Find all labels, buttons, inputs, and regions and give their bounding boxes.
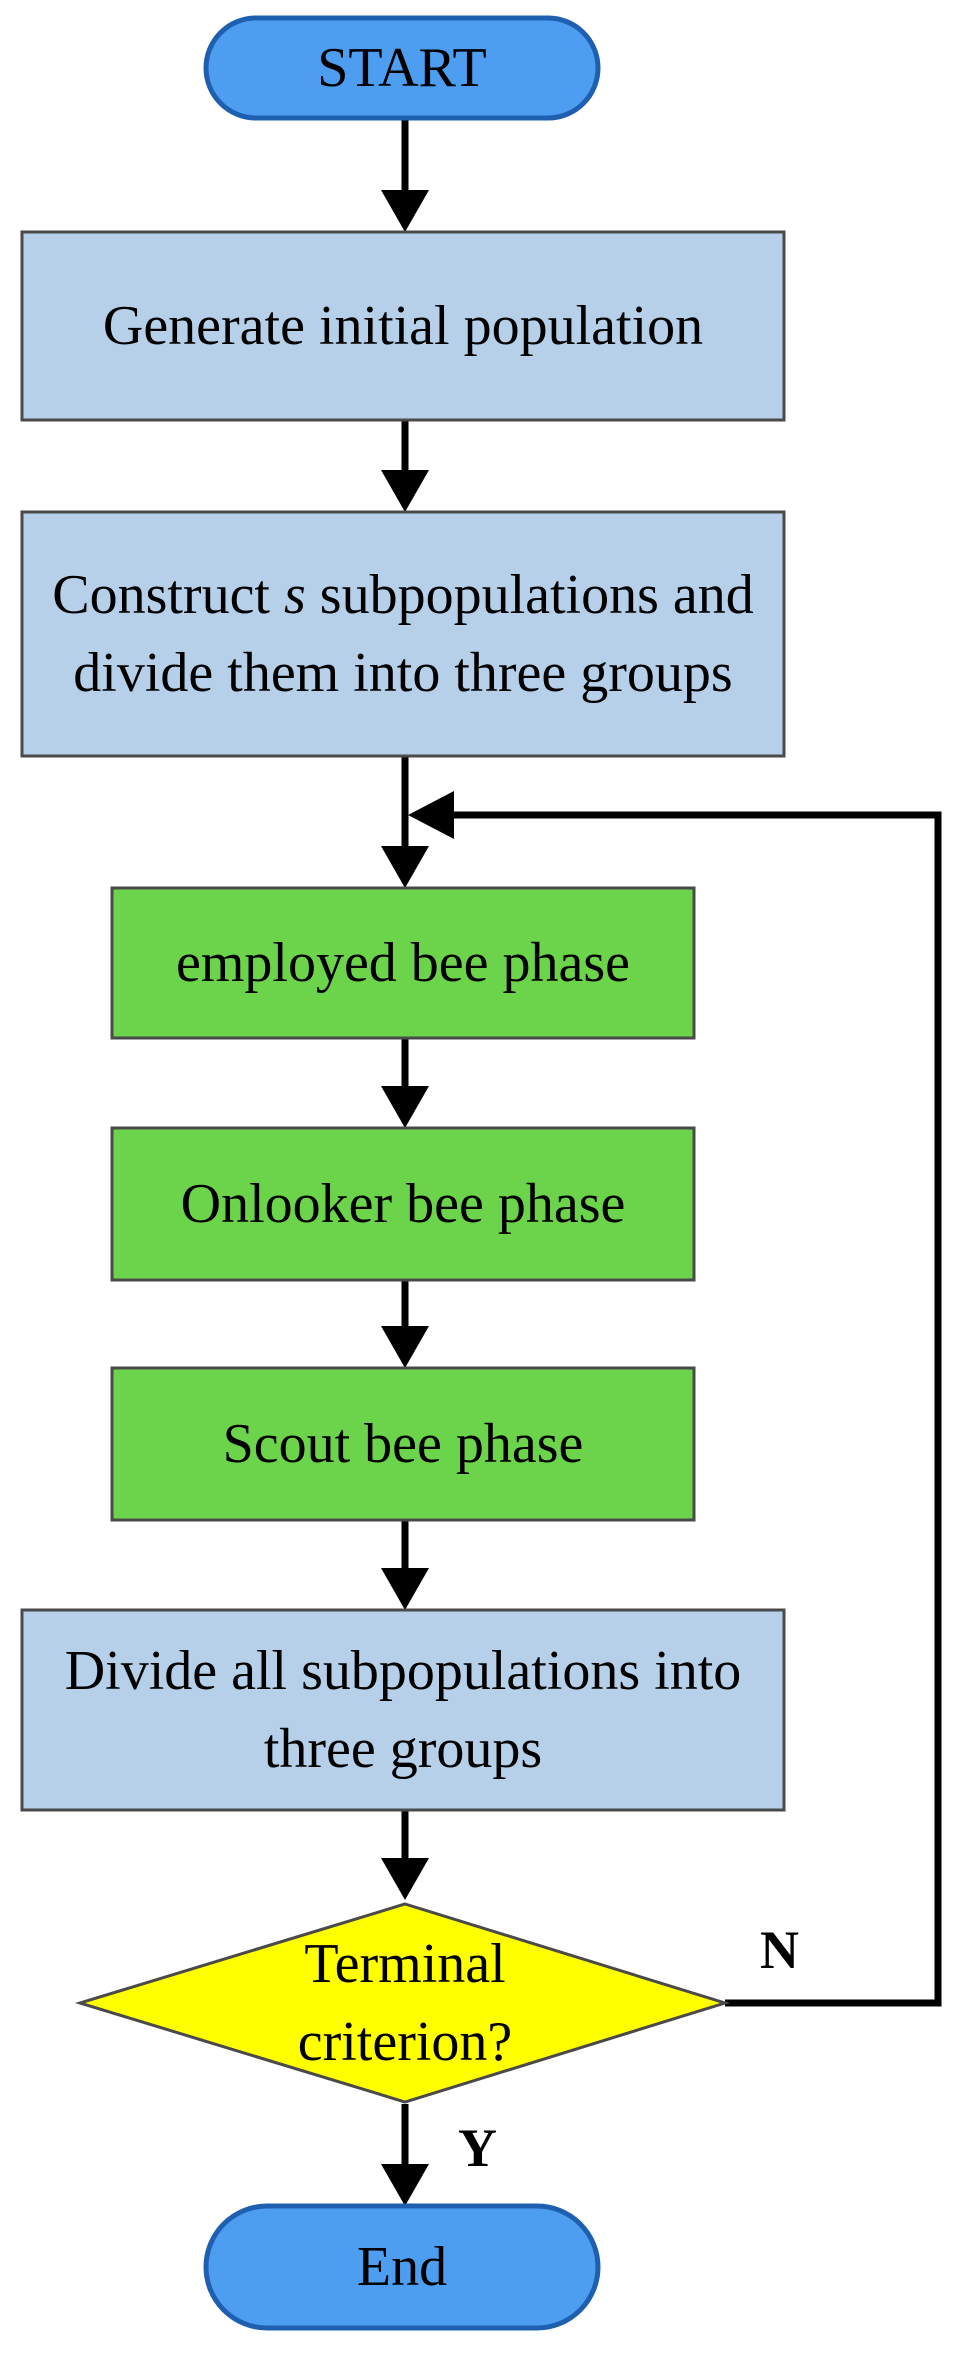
employed-bee-phase-label: employed bee phase [175,932,631,994]
scout-bee-phase-box [110,1366,696,1522]
divide-subpopulations-label: Divide all subpopulations into three gro… [64,1640,742,1780]
construct-variable-s: s [283,564,306,626]
end-label: End [356,2236,448,2298]
end-terminal [203,2203,601,2331]
terminal-criterion-label: Terminal criterion? [297,1933,513,2073]
yes-branch-label: Y [458,2118,497,2178]
construct-text-prefix: Construct [52,564,284,626]
arrowhead-loop-back [408,791,454,839]
start-terminal [203,15,601,121]
construct-text-suffix: subpopulations and divide them into thre… [73,564,754,704]
generate-population-label: Generate initial population [102,295,704,357]
arrowhead-construct-to-employed [381,846,429,888]
onlooker-bee-phase-label: Onlooker bee phase [180,1173,626,1235]
scout-bee-phase-label: Scout bee phase [222,1413,584,1475]
divide-subpopulations-box [20,1608,786,1812]
loop-back-connector [448,811,942,2007]
employed-bee-phase-box [110,886,696,1040]
arrowhead-divide-to-decision [381,1858,429,1900]
arrowhead-employed-to-onlooker [381,1086,429,1128]
generate-population-box [20,230,786,422]
arrowhead-onlooker-to-scout [381,1326,429,1368]
arrowhead-generate-to-construct [381,470,429,512]
terminal-criterion-decision [74,1902,731,2104]
construct-subpopulations-box [20,510,786,758]
arrowhead-decision-to-end [381,2164,429,2206]
construct-subpopulations-label: Construct s subpopulations and divide th… [32,512,774,756]
arrowhead-start-to-generate [381,190,429,232]
start-label: START [317,37,487,99]
onlooker-bee-phase-box [110,1126,696,1282]
connectors [381,118,942,2206]
no-branch-label: N [760,1920,799,1980]
arrowhead-scout-to-divide [381,1568,429,1610]
